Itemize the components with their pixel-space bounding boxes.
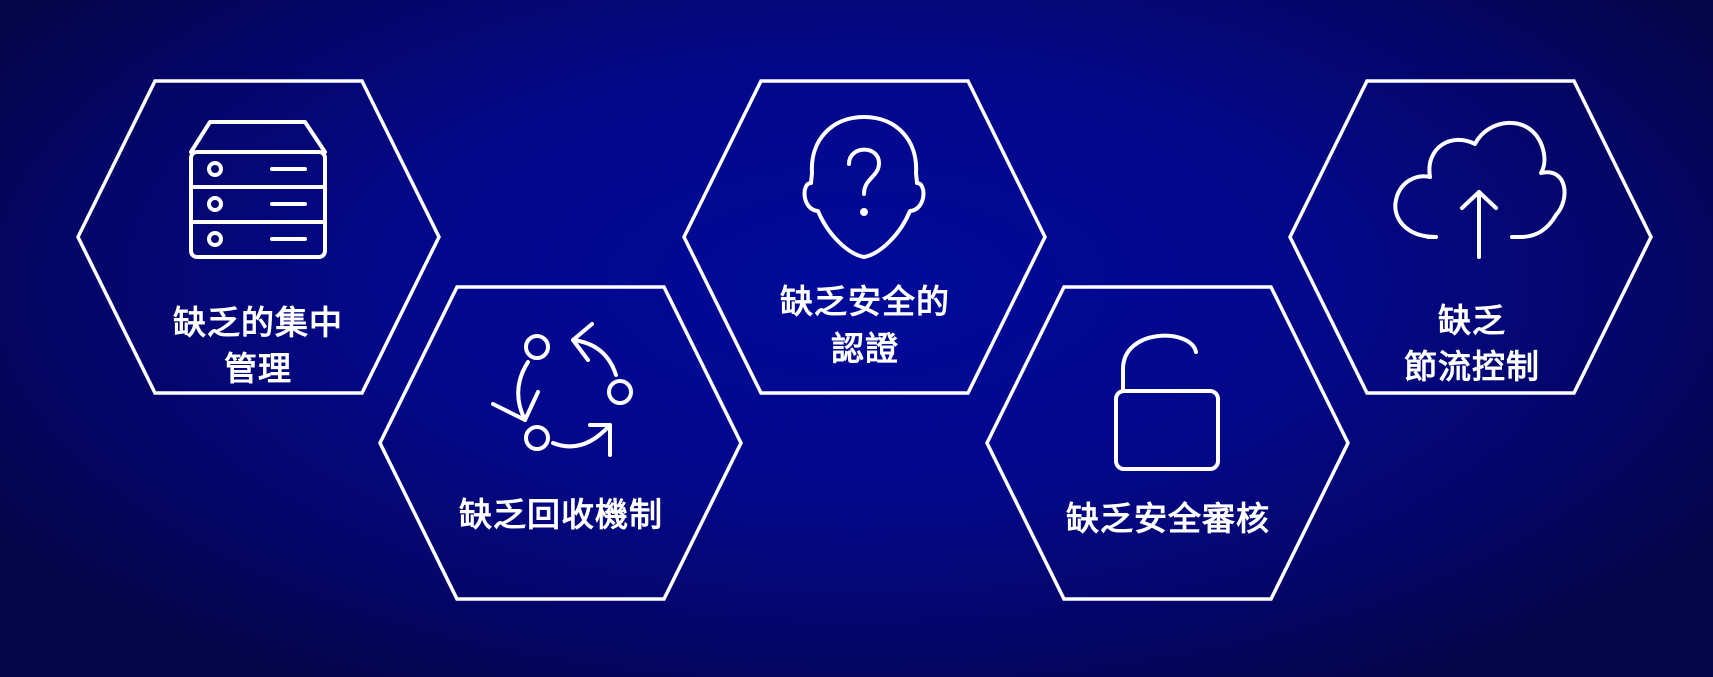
user-question-icon — [802, 115, 926, 259]
hexagon-item-throttling-control: 缺乏 節流控制 — [1288, 79, 1653, 395]
hexagon-outline — [985, 285, 1350, 601]
item-label-line-2: 節流控制 — [1404, 347, 1540, 386]
item-label-line-2: 認證 — [831, 329, 899, 368]
hexagon-item-secure-authentication: 缺乏安全的 認證 — [682, 79, 1047, 395]
hexagon-outline — [682, 79, 1047, 395]
item-label-line-1: 缺乏 — [1438, 301, 1506, 340]
hexagon-item-security-audit: 缺乏安全審核 — [985, 285, 1350, 601]
item-label-line-1: 缺乏安全審核 — [1066, 499, 1270, 538]
item-label-line-1: 缺乏的集中 — [173, 303, 343, 342]
open-padlock-icon — [1114, 333, 1220, 471]
item-label-line-2: 管理 — [224, 349, 292, 388]
server-rack-icon — [189, 120, 327, 259]
hexagon-outline — [1288, 79, 1653, 395]
item-label-line-1: 缺乏回收機制 — [459, 495, 663, 534]
hexagon-outline — [76, 79, 441, 395]
hexagon-item-recycle-mechanism: 缺乏回收機制 — [378, 285, 743, 601]
cycle-arrows-icon — [491, 322, 633, 457]
hexagon-outline — [378, 285, 743, 601]
item-label-line-1: 缺乏安全的 — [780, 282, 950, 321]
hexagon-item-centralized-management: 缺乏的集中 管理 — [76, 79, 441, 395]
cloud-upload-icon — [1393, 120, 1567, 259]
